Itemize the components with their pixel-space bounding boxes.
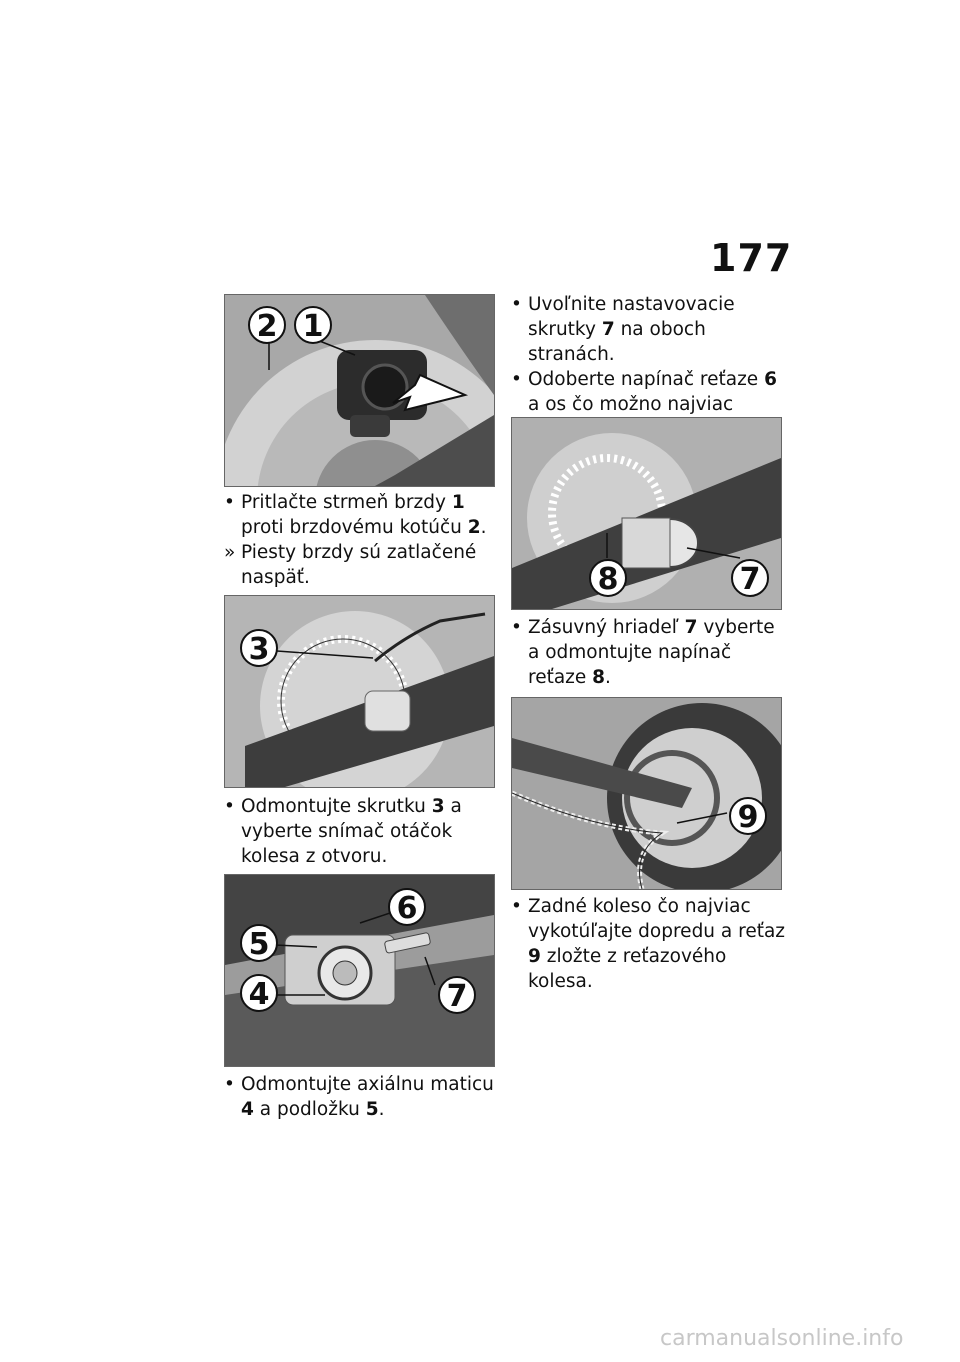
step-text: a podložku [253, 1099, 366, 1120]
steps-fig1: • Pritlačte strmeň brzdy 1 proti brzdovém… [224, 490, 496, 590]
bullet: • [511, 294, 522, 315]
result-marker: » [224, 542, 236, 563]
figure-axle-nut: 6 5 4 7 [224, 874, 495, 1067]
step-text: vyberte a odmontujte napínač reťaze [528, 617, 775, 688]
figure-brake-caliper: 2 1 [224, 294, 495, 487]
bullet: • [224, 796, 235, 817]
watermark: carmanualsonline.info [660, 1326, 904, 1351]
step-text: Pritlačte strmeň brzdy [241, 492, 452, 513]
step-press-caliper: • Pritlačte strmeň brzdy 1 proti brzdovém… [224, 490, 496, 540]
bullet: • [224, 1074, 235, 1095]
ref-1: 1 [451, 492, 465, 513]
speed-sensor-illustration: 3 [225, 596, 494, 787]
step-remove-sensor-screw: • Odmontujte skrutku 3 a vyberte snímač o… [224, 794, 496, 869]
step-text: Zásuvný hriadeľ [528, 617, 685, 638]
callout-1: 1 [303, 309, 324, 344]
page-number: 177 [710, 236, 793, 280]
step-text: na oboch stranách. [528, 319, 706, 365]
callout-8: 8 [598, 562, 619, 597]
ref-5: 5 [365, 1099, 379, 1120]
callout-2: 2 [257, 309, 278, 344]
axle-nut-illustration: 6 5 4 7 [225, 875, 494, 1066]
ref-8: 8 [592, 667, 606, 688]
step-text: . [605, 667, 611, 688]
result-text: Piesty brzdy sú zatlačené naspäť. [241, 542, 477, 588]
steps-fig3: •Odmontujte axiálnu maticu 4 a podložku … [224, 1072, 496, 1122]
step-text: . [480, 517, 487, 538]
callout-6: 6 [397, 891, 418, 926]
step-text: Odmontujte skrutku [241, 796, 432, 817]
result-pistons-pushed: »Piesty brzdy sú zatlačené naspäť. [224, 540, 496, 590]
bullet: • [511, 369, 522, 390]
callout-3: 3 [249, 632, 270, 667]
ref-4: 4 [241, 1099, 254, 1120]
chain-removal-illustration: 9 [512, 698, 781, 889]
steps-fig2: • Odmontujte skrutku 3 a vyberte snímač o… [224, 794, 496, 869]
step-loosen-adjusters: • Uvoľnite nastavovacie skrutky 7 na oboc… [511, 292, 787, 367]
step-text: a vyberte snímač otáčok kolesa z otvoru. [241, 796, 462, 867]
figure-speed-sensor: 3 [224, 595, 495, 788]
steps-fig4: • Zásuvný hriadeľ 7 vyberte a odmontujte … [511, 615, 787, 690]
steps-fig5: • Zadné koleso čo najviac vykotúľajte dop… [511, 894, 787, 994]
step-text: Uvoľnite nastavovacie skrutky [528, 294, 735, 340]
bullet: • [511, 896, 522, 917]
callout-4: 4 [249, 977, 270, 1012]
step-remove-shaft: • Zásuvný hriadeľ 7 vyberte a odmontujte … [511, 615, 787, 690]
bullet: • [511, 617, 522, 638]
ref-7: 7 [601, 319, 615, 340]
callout-7: 7 [447, 979, 468, 1014]
step-text: . [378, 1099, 385, 1120]
brake-caliper-illustration: 2 1 [225, 295, 494, 486]
figure-axle-shaft: 8 7 [511, 417, 782, 610]
step-text: Zadné koleso čo najviac vykotúľajte dopr… [528, 896, 786, 942]
step-text: zložte z reťazového kolesa. [528, 946, 727, 992]
axle-shaft-illustration: 8 7 [512, 418, 781, 609]
ref-6: 6 [764, 369, 777, 390]
step-remove-chain: • Zadné koleso čo najviac vykotúľajte dop… [511, 894, 787, 994]
step-text: Odoberte napínač reťaze [528, 369, 765, 390]
ref-9: 9 [528, 946, 541, 967]
steps-right-top: • Uvoľnite nastavovacie skrutky 7 na oboc… [511, 292, 787, 442]
ref-3: 3 [431, 796, 445, 817]
callout-5: 5 [249, 927, 270, 962]
ref-2: 2 [467, 517, 481, 538]
bullet: • [224, 492, 235, 513]
figure-chain-removal: 9 [511, 697, 782, 890]
callout-9: 9 [738, 800, 759, 835]
step-remove-axle-nut: •Odmontujte axiálnu maticu 4 a podložku … [224, 1072, 496, 1122]
callout-7: 7 [740, 562, 761, 597]
ref-7: 7 [684, 617, 698, 638]
step-text: Odmontujte axiálnu maticu [241, 1074, 494, 1095]
step-text: proti brzdovému kotúču [241, 517, 468, 538]
